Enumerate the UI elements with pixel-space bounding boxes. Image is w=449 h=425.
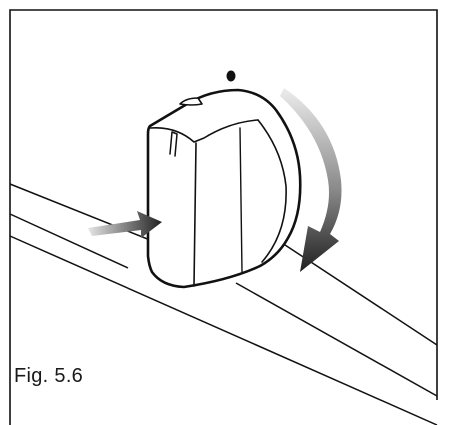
knob-top-edge	[149, 119, 259, 143]
knob-body	[146, 88, 302, 289]
knob[interactable]	[146, 88, 302, 289]
knob-side-curve	[257, 119, 287, 263]
indicator-dot	[226, 70, 236, 82]
knob-rear-line	[239, 127, 243, 273]
knob-pointer-mark	[169, 131, 178, 157]
push-arrow-icon	[88, 211, 162, 238]
figure-frame	[9, 9, 438, 425]
knob-front-edge	[193, 142, 197, 287]
knob-top-tab	[179, 97, 203, 106]
rotate-arrow-icon	[280, 88, 342, 272]
figure-caption: Fig. 5.6	[14, 365, 84, 387]
